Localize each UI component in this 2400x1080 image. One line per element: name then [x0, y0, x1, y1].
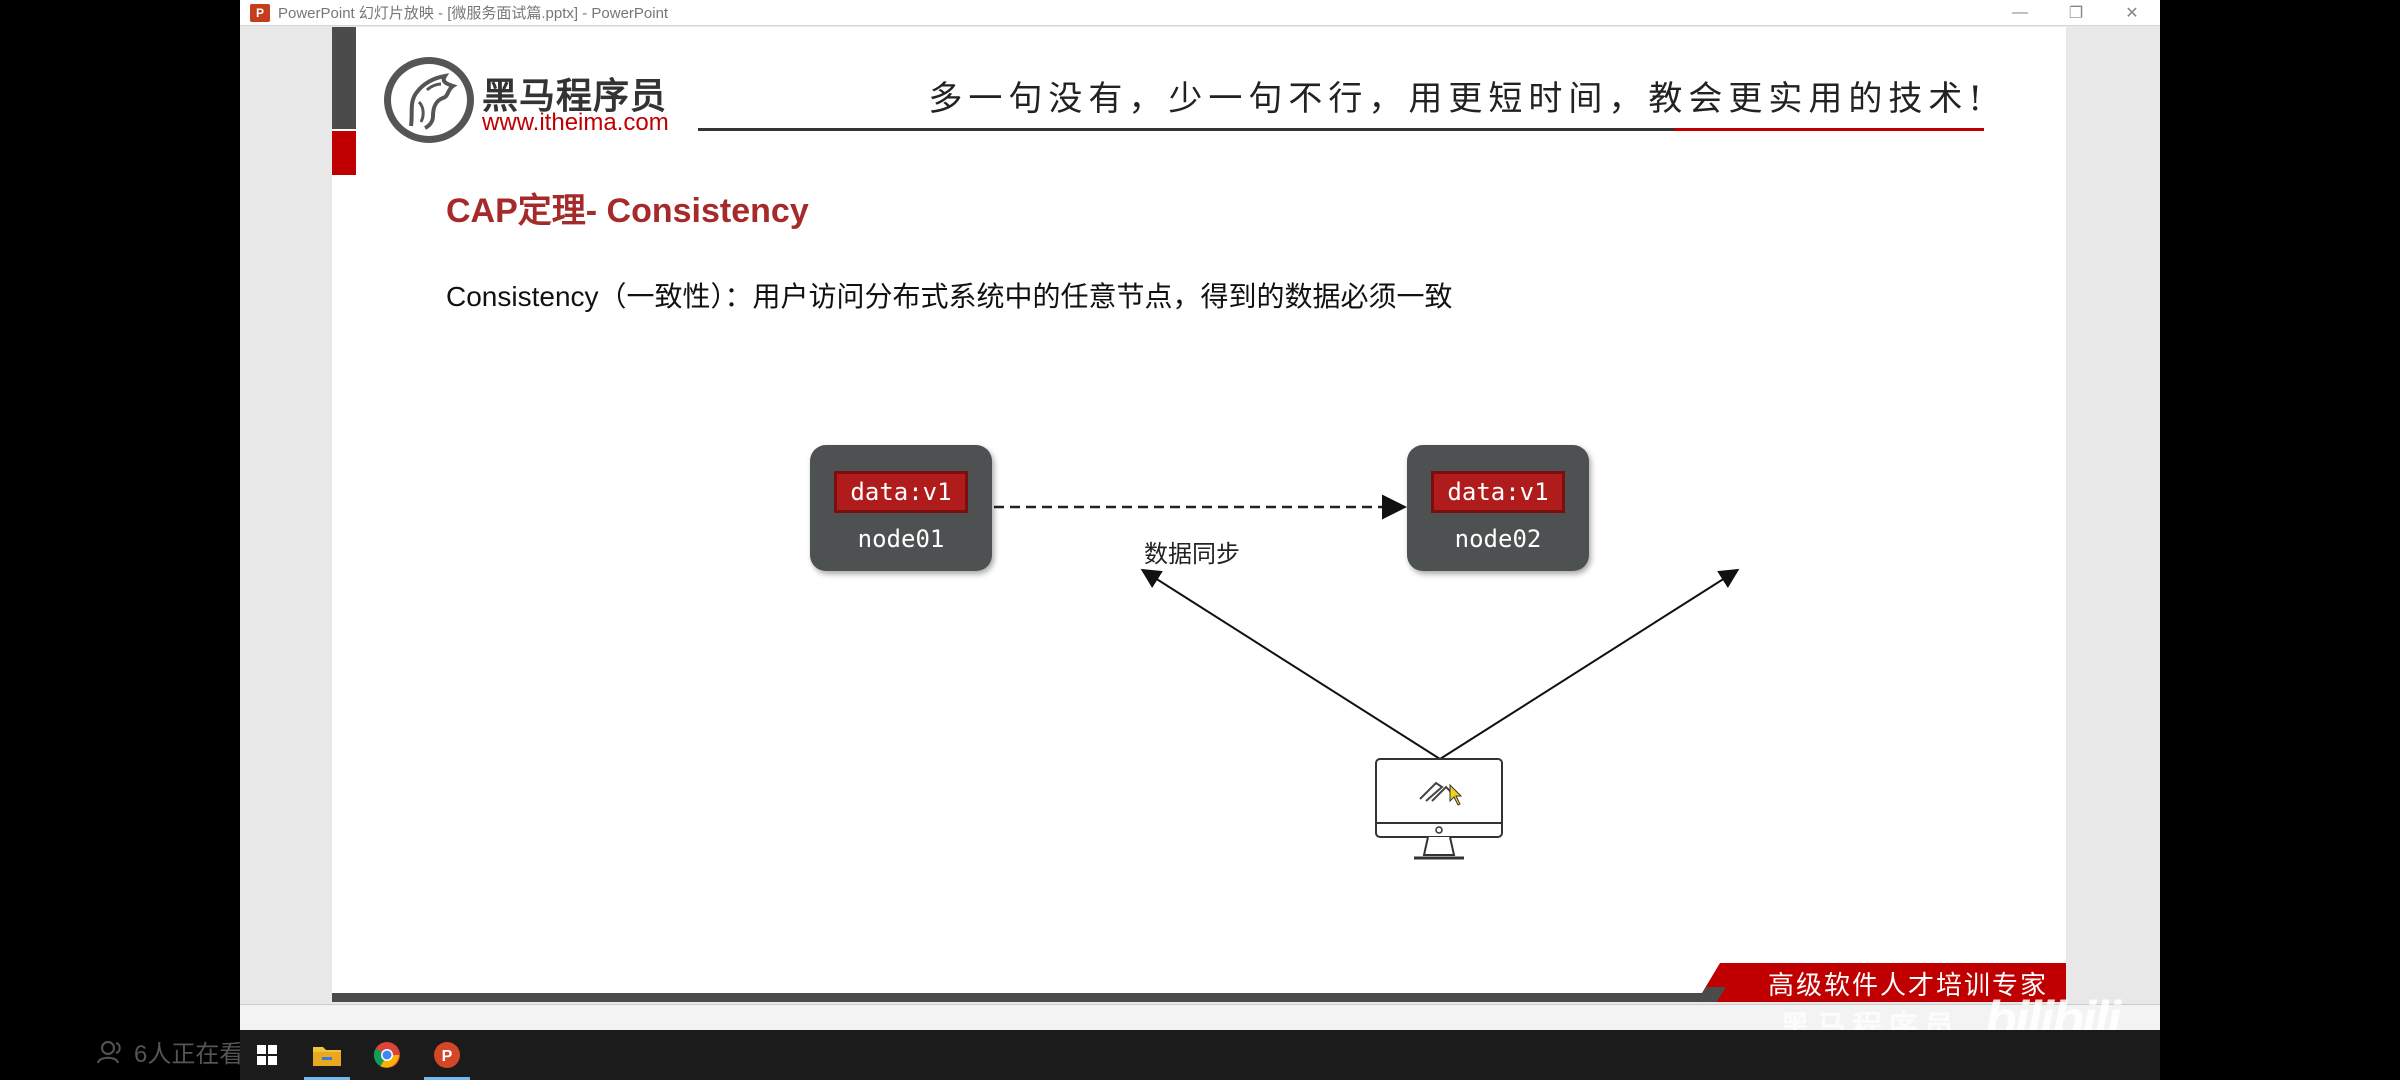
- minimize-button[interactable]: —: [2012, 4, 2028, 21]
- desktop-computer-icon: [1375, 758, 1503, 860]
- windows-start-icon[interactable]: [240, 1030, 294, 1080]
- bottom-banner: 高级软件人才培训专家: [1696, 963, 2066, 1002]
- left-accent-bar-red: [332, 131, 356, 175]
- file-explorer-icon[interactable]: [300, 1030, 354, 1080]
- slide-description: Consistency（一致性）：用户访问分布式系统中的任意节点，得到的数据必须…: [446, 281, 1453, 312]
- close-button[interactable]: ✕: [2125, 5, 2139, 22]
- node01-label: node01: [857, 525, 945, 553]
- brand-logo: [384, 57, 474, 143]
- slogan: 多一句没有，少一句不行，用更短时间，教会更实用的技术!: [928, 79, 1988, 119]
- node02-data: data:v1: [1431, 471, 1565, 513]
- svg-text:P: P: [442, 1048, 453, 1065]
- sync-label: 数据同步: [1144, 541, 1240, 568]
- header-divider-red: [1674, 128, 1984, 131]
- banner-shape: [1696, 963, 2066, 1002]
- viewer-count: 6人正在看: [96, 1034, 243, 1069]
- slide-bottom-bar: [332, 993, 2066, 1002]
- viewer-count-text: 6人正在看: [134, 1041, 244, 1068]
- brand-name: 黑马程序员: [482, 76, 668, 117]
- header-divider-dark: [698, 128, 1674, 131]
- status-bar: [240, 1004, 2160, 1030]
- horse-logo-icon: [409, 73, 458, 130]
- cap-diagram: [994, 494, 1740, 860]
- powerpoint-icon[interactable]: P: [420, 1030, 474, 1080]
- window-title: PowerPoint 幻灯片放映 - [微服务面试篇.pptx] - Power…: [278, 5, 669, 22]
- powerpoint-app-icon: P: [250, 3, 270, 22]
- title-bar: P PowerPoint 幻灯片放映 - [微服务面试篇.pptx] - Pow…: [240, 0, 2160, 26]
- chrome-icon[interactable]: [360, 1030, 414, 1080]
- node02-box: data:v1 node02: [1407, 445, 1589, 571]
- node01-data: data:v1: [834, 471, 968, 513]
- slide-title: CAP定理- Consistency: [446, 192, 809, 230]
- left-accent-bar-dark: [332, 27, 356, 129]
- powerpoint-window: P PowerPoint 幻灯片放映 - [微服务面试篇.pptx] - Pow…: [240, 0, 2160, 1030]
- banner-text: 高级软件人才培训专家: [1767, 971, 2048, 1001]
- slide[interactable]: 黑马程序员 www.itheima.com 多一句没有，少一句不行，用更短时间，…: [332, 27, 2066, 1002]
- node02-label: node02: [1454, 525, 1542, 553]
- node01-box: data:v1 node01: [810, 445, 992, 571]
- restore-button[interactable]: ❐: [2068, 5, 2084, 22]
- taskbar: P: [240, 1030, 2160, 1080]
- brand-url: www.itheima.com: [482, 109, 669, 136]
- window-controls: — ❐ ✕: [1992, 0, 2160, 26]
- viewers-icon: [97, 1040, 121, 1063]
- client-to-node02-arrow: [1439, 568, 1740, 760]
- client-to-node01-arrow: [1140, 568, 1441, 760]
